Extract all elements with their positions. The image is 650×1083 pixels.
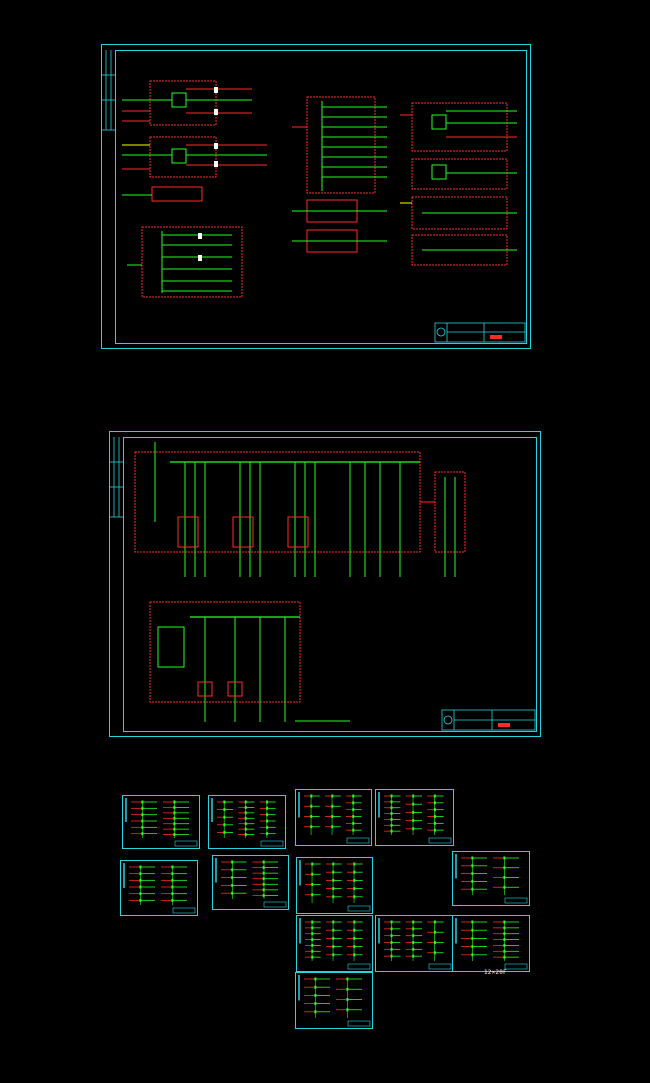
sheet-2-inner-frame [123, 437, 537, 732]
sheet-2-sub-board [149, 601, 350, 722]
sheet-2-main-board [134, 442, 466, 577]
thumbnail-sheet[interactable] [375, 789, 454, 846]
thumbnail-schematic [298, 975, 371, 1027]
sheet-1-inner-frame [115, 50, 527, 344]
thumbnail-schematic [123, 863, 196, 914]
thumbnail-sheet[interactable] [208, 795, 286, 849]
thumbnail-schematic [215, 858, 287, 908]
sheet-1-margin-strip [102, 50, 115, 131]
thumbnail-schematic [125, 798, 198, 847]
thumbnail-schematic [455, 854, 528, 904]
thumbnail-schematic [378, 792, 452, 844]
sheet-2-title-block [441, 709, 536, 731]
thumbnail-sheet[interactable] [452, 915, 530, 972]
thumbnail-schematic [299, 918, 371, 970]
sheet-1-circuit-group-c [122, 186, 203, 202]
thumbnail-sheet[interactable] [296, 857, 373, 914]
thumbnail-sheet[interactable] [296, 915, 373, 972]
thumbnail-schematic [298, 792, 370, 844]
sheet-1-title-block [434, 322, 526, 343]
sheet-1-circuit-group-b [122, 136, 267, 178]
sheet-1-schematic [102, 50, 526, 343]
sheet-2-schematic [110, 437, 536, 731]
sheet-count-caption: 12×20F [484, 969, 507, 976]
thumbnail-sheet[interactable] [375, 915, 454, 972]
thumbnail-schematic [211, 798, 284, 847]
thumbnail-sheet[interactable] [452, 851, 530, 906]
drawing-sheet-1 [101, 44, 531, 349]
sheet-1-circuit-group-a [122, 80, 252, 126]
sheet-1-circuit-group-f [400, 102, 517, 266]
thumbnail-schematic [455, 918, 528, 970]
sheet-2-margin-strip [110, 437, 123, 518]
thumbnail-schematic [299, 860, 371, 912]
thumbnail-schematic [378, 918, 452, 970]
thumbnail-sheet[interactable] [120, 860, 198, 916]
thumbnail-sheet[interactable] [295, 972, 373, 1029]
thumbnail-sheet[interactable] [122, 795, 200, 849]
thumbnail-sheet[interactable] [212, 855, 289, 910]
sheet-1-circuit-group-d [127, 226, 243, 298]
thumbnail-sheet[interactable] [295, 789, 372, 846]
drawing-sheet-2 [109, 431, 541, 737]
sheet-1-circuit-group-e [292, 96, 387, 253]
